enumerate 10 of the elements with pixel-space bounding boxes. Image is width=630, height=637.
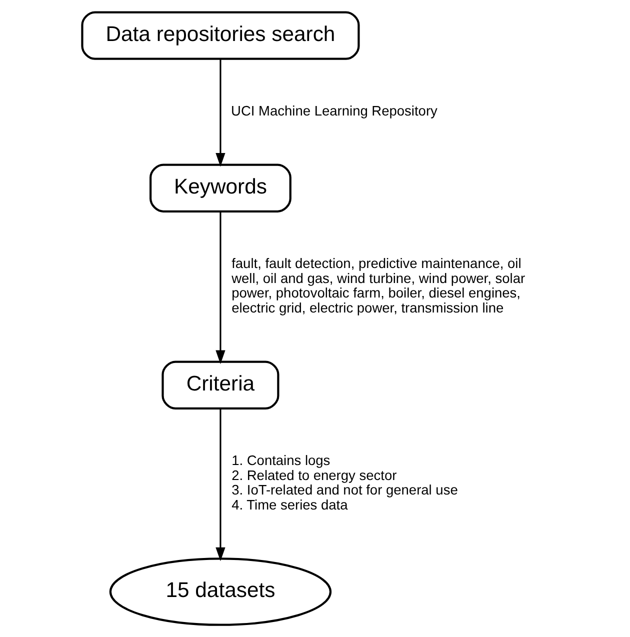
edge-label: fault, fault detection, predictive maintenance, oil well, oil and gas, wind turbine, wind power, solar power, photovoltaic farm, boiler, diesel engines, electric grid, electric power, transmission line xyxy=(232,256,526,316)
edge-label: UCI Machine Learning Repository xyxy=(231,103,438,118)
arrow xyxy=(216,212,226,364)
node-box: Criteria xyxy=(162,360,280,410)
edge-label: 1. Contains logs 2. Related to energy sector 3. IoT-related and not for general use 4. Time series data xyxy=(232,452,458,512)
arrow xyxy=(216,59,226,167)
arrow xyxy=(216,408,226,562)
node-box: Keywords xyxy=(150,164,292,212)
node-box: Data repositories search xyxy=(81,11,360,60)
node-ellipse: 15 datasets xyxy=(109,558,332,626)
